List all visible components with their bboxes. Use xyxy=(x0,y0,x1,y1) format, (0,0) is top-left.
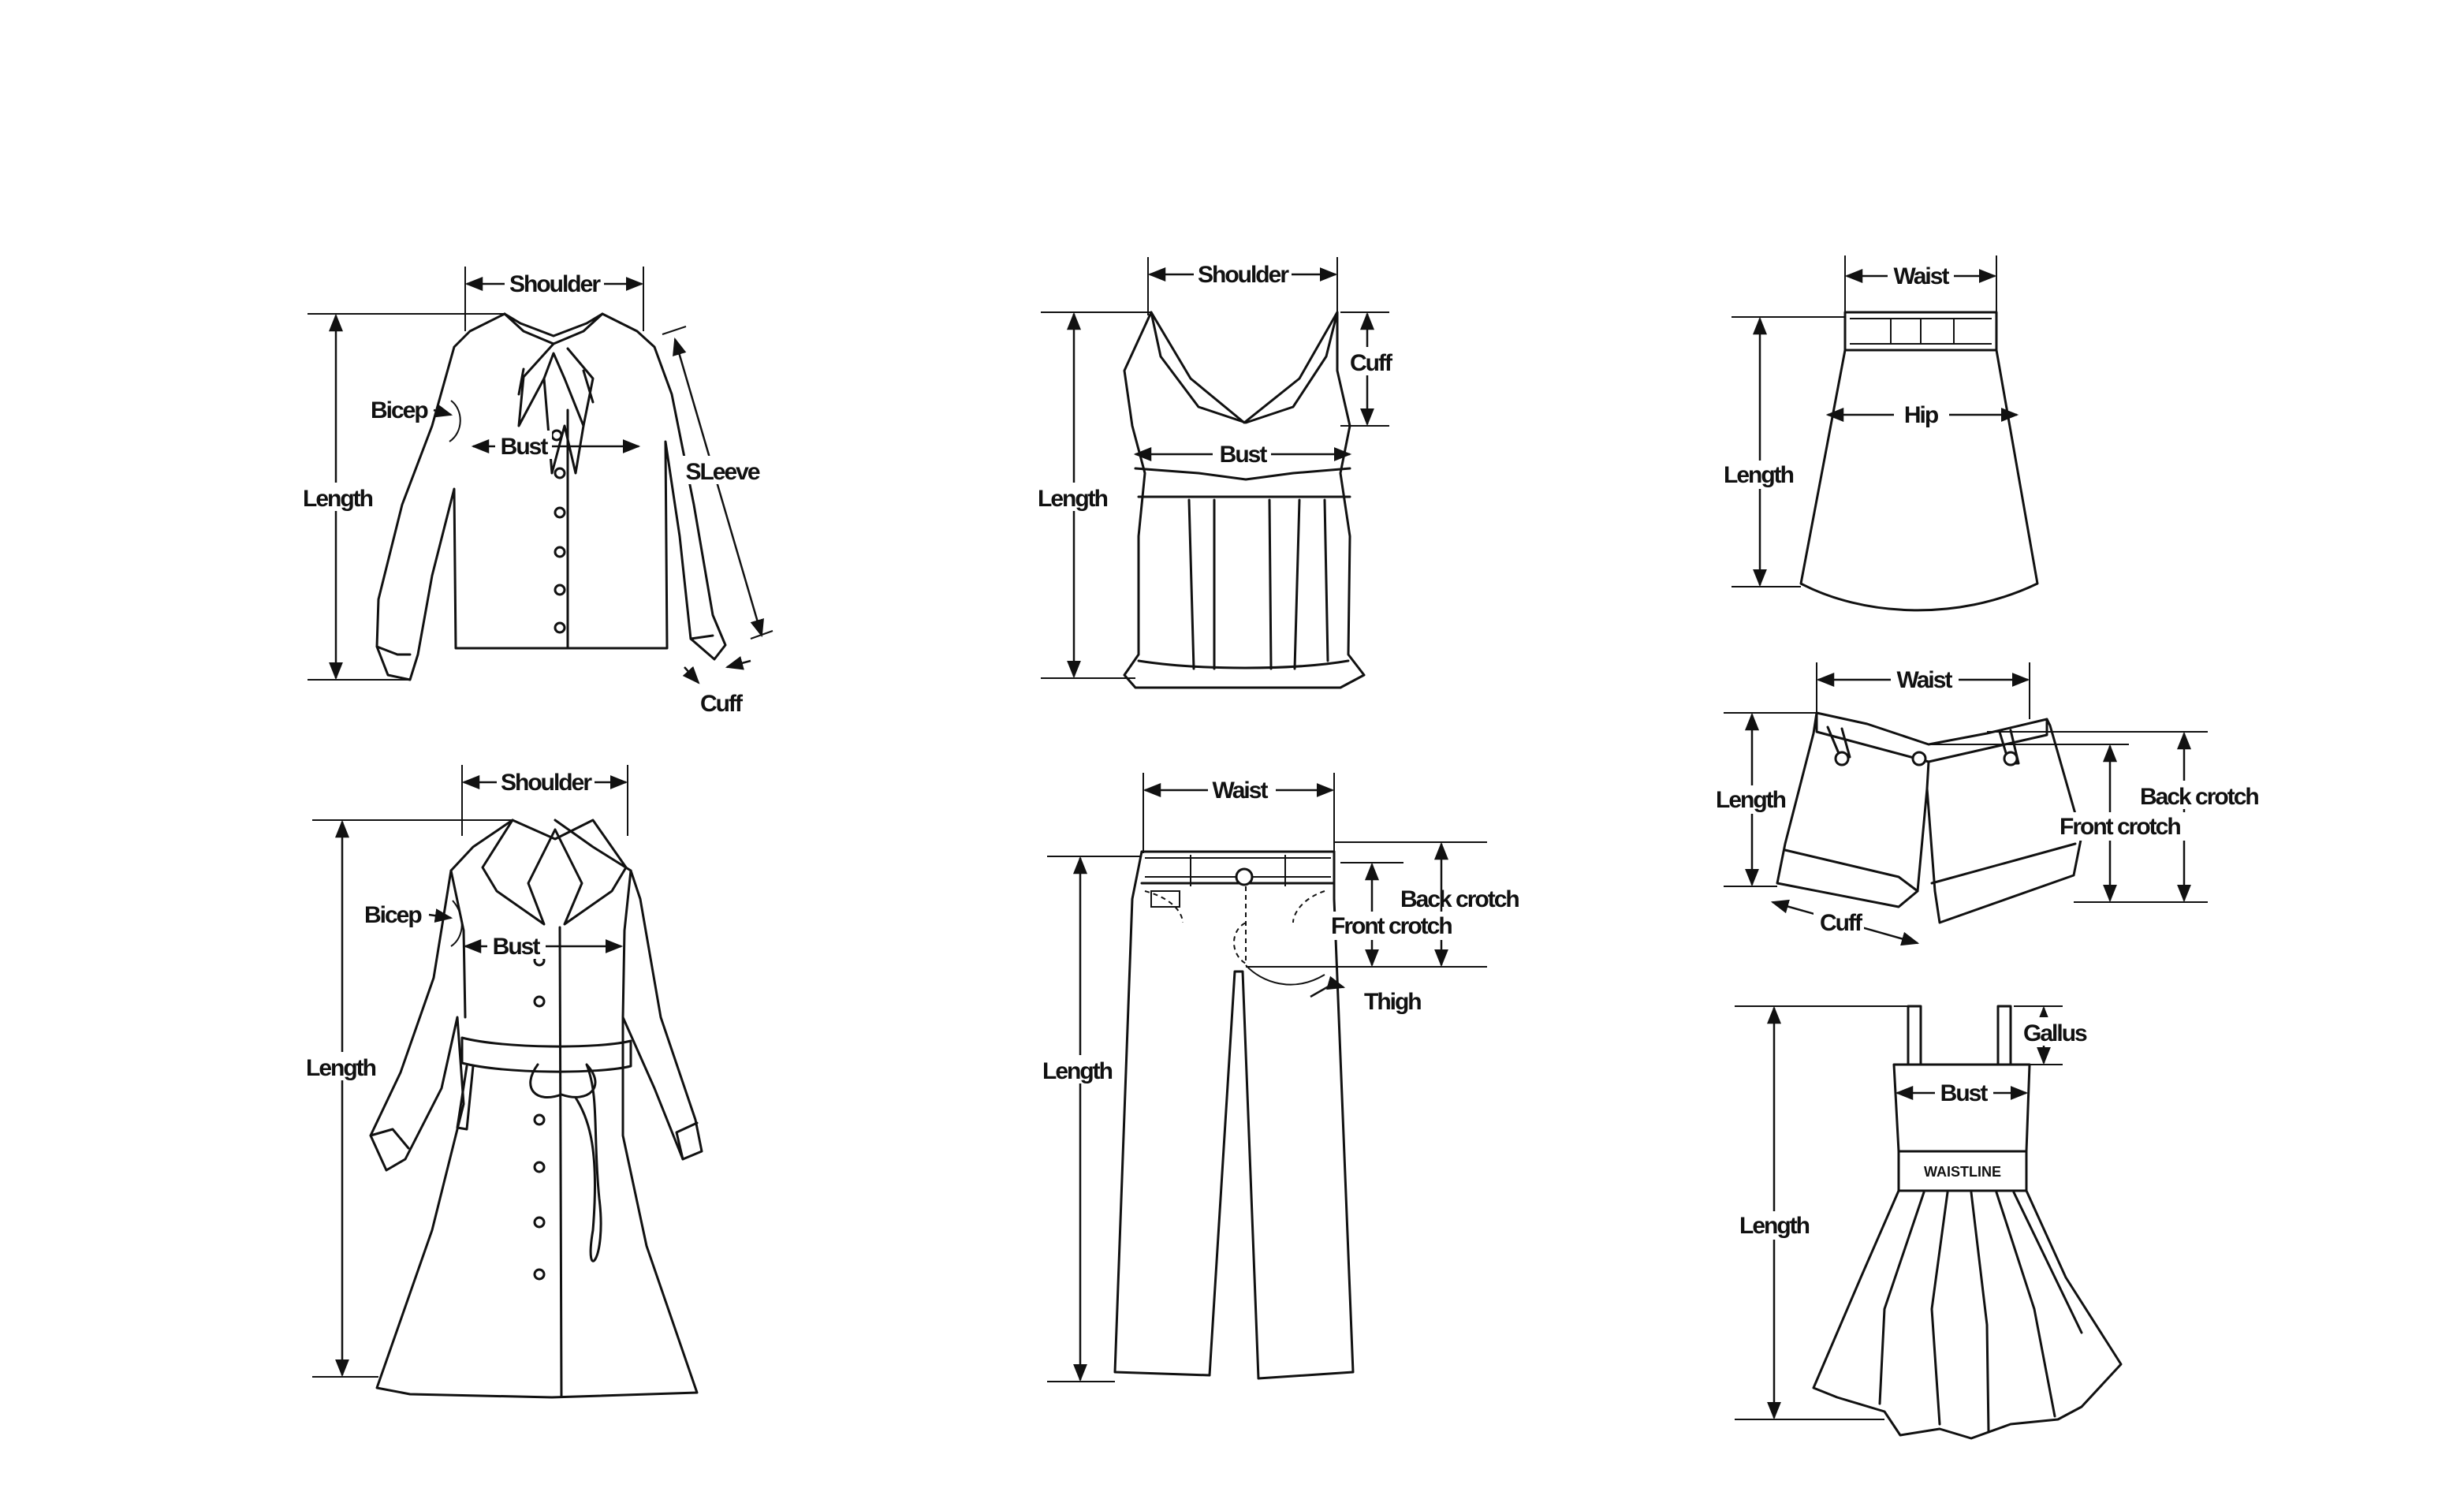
shirt-cuff-left xyxy=(375,645,412,656)
dress-skirt xyxy=(1812,1189,2123,1440)
dress-dimensions: Gallus Bust Length xyxy=(1735,1005,2099,1420)
coat-belt xyxy=(460,1036,632,1073)
shorts-length-label: Length xyxy=(1716,787,1786,813)
shorts-back-crotch-label: Back crotch xyxy=(2140,784,2258,810)
shorts-figure xyxy=(1776,711,2083,924)
tank-bust-label: Bust xyxy=(1220,442,1268,468)
skirt-hip-label: Hip xyxy=(1904,402,1939,428)
shorts-buttons xyxy=(1834,751,2019,766)
shirt-length-label: Length xyxy=(303,486,373,512)
skirt-dimensions: Waist Hip Length xyxy=(1720,255,2019,587)
tank-figure xyxy=(1123,311,1366,689)
shirt-cuff-label: Cuff xyxy=(700,691,744,717)
dress-bust-label: Bust xyxy=(1940,1080,1989,1106)
dress-length-label: Length xyxy=(1739,1213,1810,1239)
skirt-length-label: Length xyxy=(1724,462,1794,488)
shirt-cuff-right xyxy=(689,634,714,640)
shirt-outline xyxy=(375,312,727,681)
pants-outline xyxy=(1113,850,1355,1380)
shorts-dimensions: Waist Length Back crotch Front crotch Cu… xyxy=(1713,662,2276,946)
skirt-waist-label: Waist xyxy=(1894,263,1950,289)
tank-hem xyxy=(1137,659,1350,669)
coat-bust-label: Bust xyxy=(493,934,541,960)
shirt-bow xyxy=(517,342,595,427)
shirt-sleeve-label: SLeeve xyxy=(685,459,759,485)
shorts-cuffs xyxy=(1784,842,2077,893)
dress-figure: WAISTLINE xyxy=(1812,1005,2123,1440)
coat-buttons xyxy=(533,954,546,1281)
coat-length-label: Length xyxy=(306,1055,376,1081)
coat-belt-loop xyxy=(456,1065,475,1131)
pants-button xyxy=(1235,867,1254,886)
skirt-body xyxy=(1799,349,2039,612)
tank-bust-band xyxy=(1134,467,1351,498)
dress-skirt-folds xyxy=(1878,1191,2083,1434)
tank-dimensions: Shoulder Cuff Bust Length xyxy=(1034,257,1395,679)
pants-coin-pocket xyxy=(1150,890,1180,908)
shorts-fly xyxy=(1925,760,1930,790)
coat-belt-knot xyxy=(529,1063,602,1262)
pants-thigh-label: Thigh xyxy=(1364,989,1421,1015)
coat-sleeve-inner-right xyxy=(621,869,632,1019)
dress-waistline-label: WAISTLINE xyxy=(1924,1164,2001,1180)
coat-collar xyxy=(481,819,628,926)
coat-figure xyxy=(369,819,703,1399)
coat-sleeve-inner-left xyxy=(449,869,467,1019)
pants-back-crotch-label: Back crotch xyxy=(1400,886,1519,912)
tank-shoulder-label: Shoulder xyxy=(1198,262,1289,288)
shorts-waist-label: Waist xyxy=(1897,667,1953,693)
pants-length-label: Length xyxy=(1042,1058,1113,1084)
shirt-collar xyxy=(503,312,604,345)
coat-placket xyxy=(558,926,563,1397)
pants-waist-label: Waist xyxy=(1213,778,1269,804)
shirt-figure xyxy=(375,312,727,681)
tank-panels xyxy=(1187,498,1329,670)
shirt-buttons xyxy=(550,429,566,634)
shirt-bicep-label: Bicep xyxy=(371,397,428,423)
tank-length-label: Length xyxy=(1038,486,1108,512)
coat-cuffs xyxy=(369,1121,699,1161)
shirt-shoulder-label: Shoulder xyxy=(509,271,601,297)
tank-outline xyxy=(1123,311,1366,689)
shirt-dimensions: Shoulder Length Bust Bicep SLeeve Cuff xyxy=(300,267,773,717)
coat-dimensions: Shoulder Length Bust Bicep xyxy=(303,765,628,1378)
shorts-outline xyxy=(1776,711,2083,924)
dress-gallus-label: Gallus xyxy=(2023,1020,2087,1046)
pants-pockets xyxy=(1144,886,1325,965)
dress-straps xyxy=(1907,1005,2012,1066)
pants-front-crotch-label: Front crotch xyxy=(1331,913,1452,939)
shirt-bust-label: Bust xyxy=(501,434,549,460)
pants-dimensions: Waist Back crotch Front crotch Thigh Len… xyxy=(1039,773,1520,1382)
skirt-figure xyxy=(1799,311,2039,612)
tank-neckline xyxy=(1150,311,1339,424)
coat-bicep-label: Bicep xyxy=(364,902,422,928)
pants-figure xyxy=(1113,850,1355,1380)
tank-cuff-label: Cuff xyxy=(1350,350,1393,376)
shorts-cuff-label: Cuff xyxy=(1820,910,1863,936)
shorts-front-crotch-label: Front crotch xyxy=(2060,814,2180,840)
pants-crotch-seam xyxy=(1245,964,1325,986)
coat-shoulder-label: Shoulder xyxy=(501,770,592,796)
coat-outline xyxy=(369,819,703,1399)
